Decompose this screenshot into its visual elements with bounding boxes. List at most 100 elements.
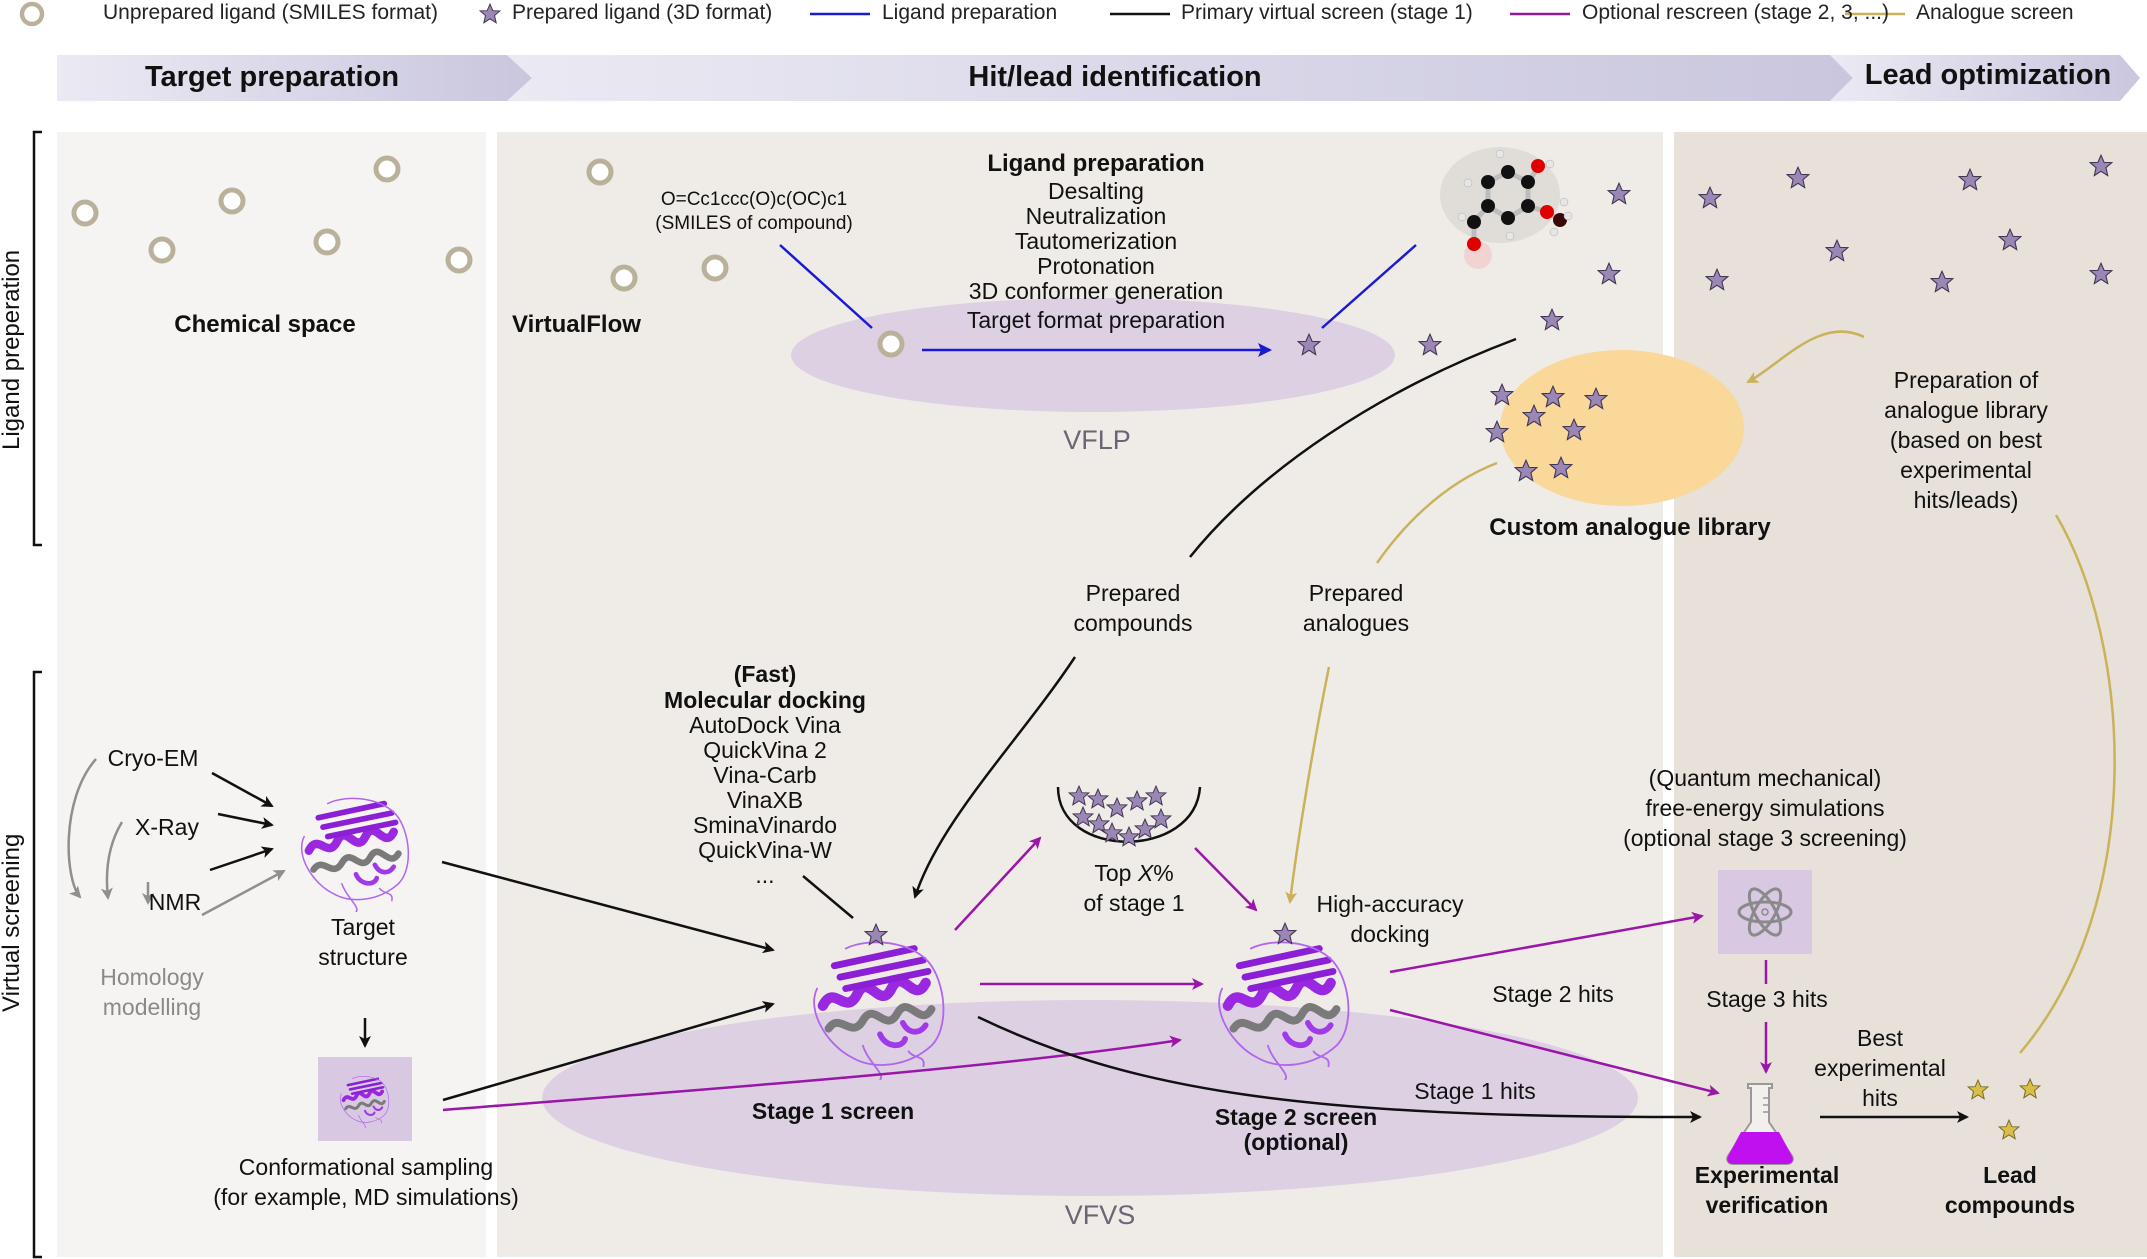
analogue-prep-line: Preparation of — [1893, 367, 2039, 393]
legend-item-analogue-screen: Analogue screen — [1916, 1, 2074, 24]
docking-program: Vina-Carb — [713, 762, 817, 788]
sampling-to-stage1-arrow — [442, 1001, 775, 1102]
docking-program: ... — [755, 862, 775, 888]
ligand-prep-step: Neutralization — [1025, 203, 1167, 229]
analogue-prep-line: analogue library — [1884, 397, 2048, 423]
prepared-analogues-line: Prepared — [1308, 580, 1404, 606]
vfvs-ellipse — [542, 1000, 1638, 1196]
unprepared-ligand-circle-icon — [148, 236, 176, 264]
smiles-caption: (SMILES of compound) — [655, 213, 853, 234]
x-ray-arrow — [217, 812, 274, 829]
unprepared-ligand-circle-icon — [877, 330, 905, 358]
custom-analogue-library-label: Custom analogue library — [1489, 514, 1771, 541]
analogue-to-prepared-curve — [1375, 461, 1498, 564]
unprepared-ligand-circle-icon — [313, 228, 341, 256]
stage2-hits-label: Stage 2 hits — [1492, 981, 1614, 1007]
x-ray-to-homology-arrow — [100, 821, 124, 900]
unprepared-ligand-circle-icon — [445, 246, 473, 274]
high-accuracy-docking-label: High-accuracy docking — [1317, 889, 1464, 949]
target-structure-line: structure — [318, 944, 408, 970]
analogue-prep-line: hits/leads) — [1913, 487, 2019, 513]
legend-item-primary-screen: Primary virtual screen (stage 1) — [1181, 1, 1473, 24]
top-x-line1: Top X% — [1094, 860, 1174, 886]
ligand-prep-step: Tautomerization — [1014, 228, 1178, 254]
lead-feedback-arc — [2019, 514, 2116, 1054]
phase-label-lead-optimization: Lead optimization — [1864, 59, 2112, 91]
legend-item-optional-rescreen: Optional rescreen (stage 2, 3, ...) — [1582, 1, 1889, 24]
phase-label-hit-lead-identification: Hit/lead identification — [968, 61, 1262, 93]
conformational-sampling-box — [318, 1057, 412, 1141]
bracket-ligand-preparation — [32, 130, 42, 547]
vflp-label: VFLP — [1063, 425, 1131, 455]
lead-compounds-label: Lead compounds — [1945, 1160, 2075, 1220]
lead-compounds-line: compounds — [1944, 1192, 2076, 1218]
experimental-line: verification — [1705, 1192, 1829, 1218]
legend-item-ligand-preparation: Ligand preparation — [882, 1, 1058, 24]
side-label-ligand-preparation: Ligand preperation — [0, 249, 25, 450]
stage1-hits-arrow — [977, 1015, 1702, 1124]
high-accuracy-line: docking — [1350, 921, 1430, 947]
analogue-preparation-text: Preparation of analogue library (based o… — [1884, 365, 2048, 515]
legend-prepared-ligand-star-icon — [479, 3, 501, 24]
best-hits-line: hits — [1862, 1085, 1898, 1111]
best-hits-label: Best experimental hits — [1814, 1023, 1946, 1113]
analogue-prep-arrow — [1746, 330, 1865, 384]
ligand-prep-step: Protonation — [1037, 253, 1155, 279]
source-nmr: NMR — [148, 889, 202, 915]
experimental-verification-label: Experimental verification — [1695, 1160, 1839, 1220]
unprepared-ligand-circle-icon — [373, 155, 401, 183]
side-label-virtual-screening: Virtual screening — [0, 833, 25, 1012]
docking-program: SminaVinardo — [692, 812, 838, 838]
top-x-line2: of stage 1 — [1083, 890, 1185, 916]
nmr-arrow — [209, 846, 274, 872]
docking-pointer-line — [802, 875, 854, 919]
unprepared-ligand-circle-icon — [701, 254, 729, 282]
atom-icon — [1737, 887, 1793, 937]
stage3-hits-label: Stage 3 hits — [1706, 986, 1828, 1012]
docking-program: AutoDock Vina — [689, 712, 841, 738]
unprepared-ligands — [71, 155, 905, 358]
analogue-prep-line: experimental — [1900, 457, 2032, 483]
legend-unprepared-ligand-circle-icon — [19, 1, 45, 27]
docking-program: QuickVina 2 — [703, 737, 827, 763]
chemical-space-label: Chemical space — [174, 311, 356, 338]
target-structure-line: Target — [331, 914, 395, 940]
top-x-label: Top X% of stage 1 — [1083, 858, 1184, 918]
docking-title: Molecular docking — [664, 687, 866, 713]
unprepared-ligand-circle-icon — [586, 158, 614, 186]
top-x-to-stage2-arrow — [1194, 847, 1258, 912]
analogue-prep-line: (based on best — [1889, 427, 2043, 453]
molecule-pointer-line — [1321, 244, 1417, 329]
docking-program: VinaXB — [726, 787, 804, 813]
molecule-3d-icon — [1440, 147, 1573, 269]
prepared-analogues-line: analogues — [1302, 610, 1410, 636]
stage2-screen-label: Stage 2 screen (optional) — [1215, 1105, 1377, 1155]
smiles-pointer-line — [779, 244, 873, 329]
prepared-compounds-label: Prepared compounds — [1074, 578, 1193, 638]
qm-line: (Quantum mechanical) — [1648, 765, 1882, 791]
ligand-prep-step: Desalting — [1048, 178, 1144, 204]
prepared-analogues-label: Prepared analogues — [1303, 578, 1409, 638]
legend-icons — [19, 1, 1905, 27]
stage2-screen-line: Stage 2 screen — [1214, 1104, 1378, 1130]
legend-item-unprepared-ligand: Unprepared ligand (SMILES format) — [103, 1, 438, 24]
best-hits-line: Best — [1856, 1025, 1904, 1051]
homology-modelling-label: Homology modelling — [100, 962, 204, 1022]
smiles-string: O=Cc1ccc(O)c(OC)c1 — [660, 189, 848, 210]
analogue-library-blob — [1500, 350, 1744, 506]
cryo-em-to-homology-arrow — [67, 758, 97, 899]
stage1-hits-label: Stage 1 hits — [1414, 1078, 1536, 1104]
target-to-stage1-arrow — [441, 860, 775, 954]
cryo-em-arrow — [211, 771, 274, 808]
ligand-prep-steps: Ligand preparation Desalting Neutralizat… — [967, 149, 1225, 336]
legend-item-prepared-ligand: Prepared ligand (3D format) — [512, 1, 773, 24]
qm-simulation-label: (Quantum mechanical) free-energy simulat… — [1623, 763, 1907, 853]
banner-lead-optimization — [1830, 55, 2140, 101]
qm-simulation-box — [1718, 870, 1812, 954]
stage2-hits-arrow — [1389, 1008, 1720, 1097]
ligand-prep-step: 3D conformer generation — [968, 278, 1224, 304]
unprepared-ligand-circle-icon — [71, 199, 99, 227]
vfvs-label: VFVS — [1064, 1200, 1136, 1230]
unprepared-ligand-circle-icon — [218, 187, 246, 215]
